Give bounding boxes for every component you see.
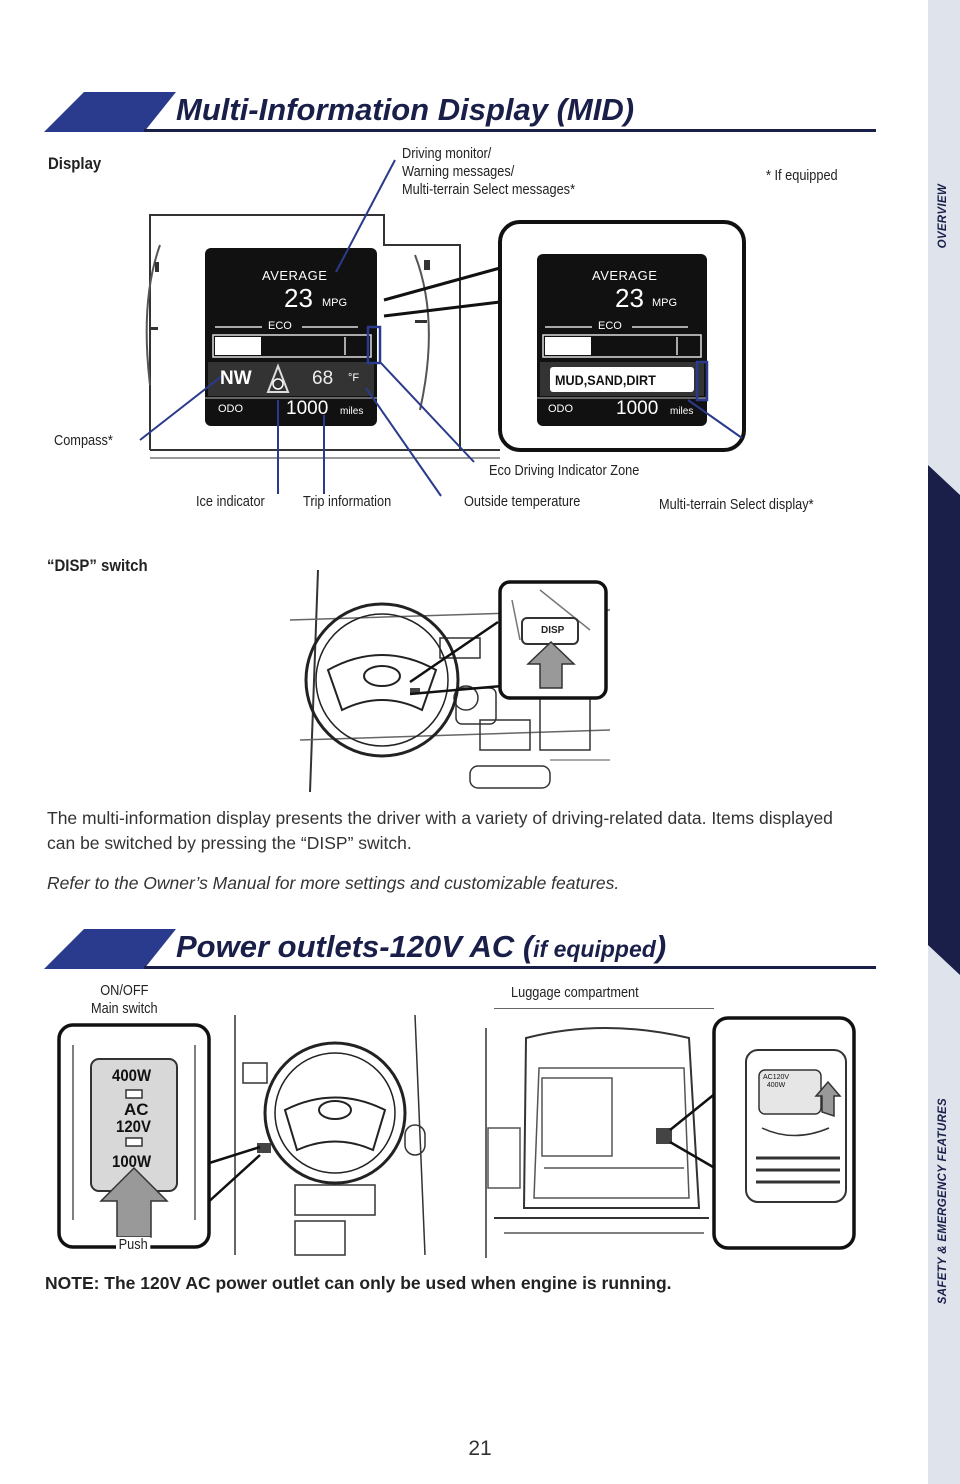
zoom-screen-mts-text: MUD,SAND,DIRT bbox=[555, 372, 656, 388]
tab-features-shape bbox=[928, 465, 960, 975]
main-screen-mpg-value: 23 bbox=[284, 283, 313, 313]
if-equipped-note: * If equipped bbox=[766, 168, 838, 184]
tab-overview[interactable]: OVERVIEW bbox=[928, 0, 960, 465]
outlet-label: AC120V 400W bbox=[763, 1074, 790, 1089]
main-screen-eco: ECO bbox=[268, 320, 292, 332]
zoom-screen-mpg-unit: MPG bbox=[652, 297, 678, 309]
power-title-end: ) bbox=[655, 929, 667, 964]
tab-safety-label: SAFETY & EMERGENCY FEATURES bbox=[937, 1098, 949, 1305]
header-rule bbox=[144, 966, 876, 969]
zoom-screen-odo-unit: miles bbox=[670, 406, 694, 417]
header-rule bbox=[144, 129, 876, 132]
header-accent-shape bbox=[44, 929, 176, 969]
power-switch-illustration bbox=[57, 1015, 426, 1256]
sidebar: OVERVIEW FEATURES & OPERATIONS SAFETY & … bbox=[928, 0, 960, 1484]
main-screen-average: AVERAGE bbox=[262, 268, 328, 283]
compass-callout: Compass* bbox=[54, 433, 113, 449]
zoom-screen-odo: ODO bbox=[548, 403, 574, 415]
mid-section-title: Multi-Information Display (MID) bbox=[176, 92, 635, 127]
trip-info-callout: Trip information bbox=[303, 494, 392, 510]
main-screen-temp-value: 68 bbox=[312, 368, 334, 389]
switch-label-400w: 400W bbox=[112, 1066, 152, 1085]
main-screen-temp-unit: °F bbox=[348, 372, 360, 384]
switch-label-120v: 120V bbox=[116, 1117, 151, 1136]
mid-description: The multi-information display presents t… bbox=[47, 808, 833, 853]
luggage-illustration bbox=[485, 1008, 856, 1258]
display-label: Display bbox=[48, 154, 102, 173]
header-accent-shape bbox=[44, 92, 176, 132]
disp-switch-label: “DISP” switch bbox=[47, 556, 148, 575]
cluster-illustration bbox=[139, 159, 746, 497]
disp-button[interactable]: DISP bbox=[541, 625, 565, 636]
switch-label-ac: AC bbox=[124, 1100, 149, 1119]
mid-refer-note: Refer to the Owner’s Manual for more set… bbox=[47, 873, 620, 893]
switch-label-100w[interactable]: 100W bbox=[112, 1152, 152, 1171]
zoom-screen-average: AVERAGE bbox=[592, 268, 658, 283]
mid-section-header: Multi-Information Display (MID) bbox=[44, 92, 876, 132]
eco-zone-callout: Eco Driving Indicator Zone bbox=[489, 463, 640, 479]
power-title-main: Power outlets-120V AC ( bbox=[176, 929, 534, 964]
driving-monitor-callout: Driving monitor/ Warning messages/ Multi… bbox=[402, 146, 576, 198]
push-label: Push bbox=[116, 1237, 151, 1253]
ice-indicator-callout: Ice indicator bbox=[196, 494, 265, 510]
tab-features-label: FEATURES & OPERATIONS bbox=[937, 628, 949, 786]
luggage-label: Luggage compartment bbox=[511, 985, 639, 1001]
zoom-screen-odo-value: 1000 bbox=[616, 398, 659, 419]
main-screen-odo-value: 1000 bbox=[286, 398, 329, 419]
tab-overview-label: OVERVIEW bbox=[937, 184, 949, 249]
power-section-header: Power outlets-120V AC (if equipped) bbox=[44, 929, 876, 969]
zoom-screen-mpg-value: 23 bbox=[615, 283, 644, 313]
power-section-title: Power outlets-120V AC (if equipped) bbox=[176, 929, 666, 965]
main-screen-compass: NW bbox=[220, 368, 252, 389]
main-screen-mpg-unit: MPG bbox=[322, 297, 348, 309]
page-number: 21 bbox=[468, 1437, 492, 1460]
zoom-screen-eco: ECO bbox=[598, 320, 622, 332]
power-title-small: if equipped bbox=[533, 936, 656, 962]
power-note: NOTE: The 120V AC power outlet can only … bbox=[45, 1273, 672, 1293]
dashboard-illustration bbox=[290, 570, 611, 792]
mts-display-callout: Multi-terrain Select display* bbox=[659, 497, 814, 513]
outside-temp-callout: Outside temperature bbox=[464, 494, 581, 510]
main-screen-odo: ODO bbox=[218, 403, 244, 415]
on-off-label: ON/OFF Main switch bbox=[91, 983, 158, 1017]
main-screen-odo-unit: miles bbox=[340, 406, 364, 417]
